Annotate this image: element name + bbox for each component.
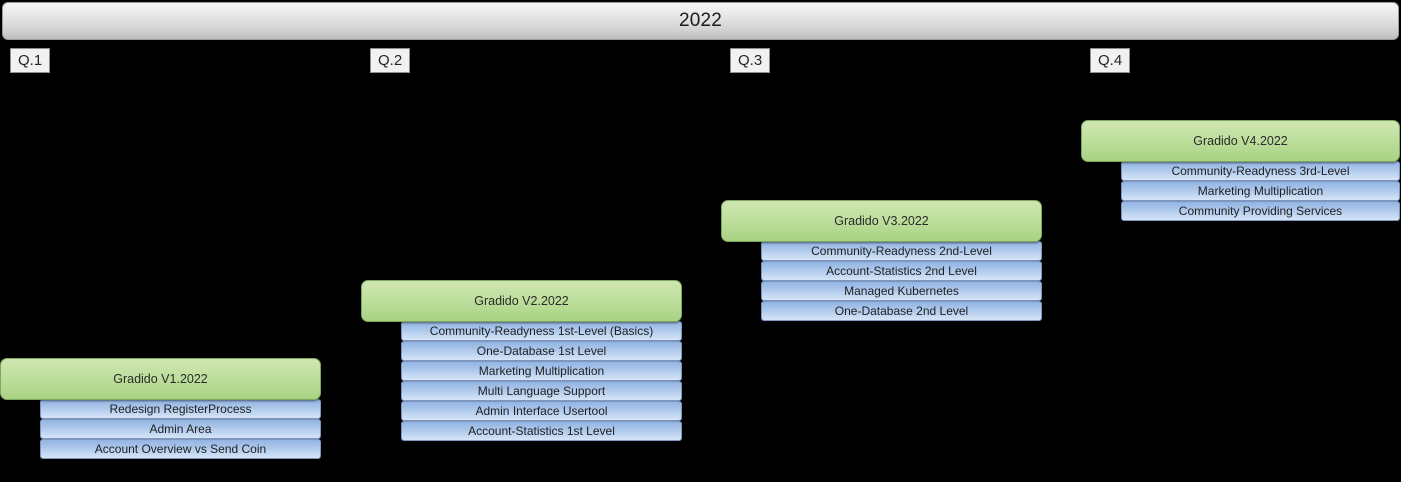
feature-item-label: Account-Statistics 2nd Level [826,264,977,278]
quarter-marker-label: Q.2 [378,52,403,69]
feature-item-label: Admin Interface Usertool [475,404,608,418]
release-header[interactable]: Gradido V3.2022 [721,200,1042,242]
release-title: Gradido V4.2022 [1193,134,1288,148]
feature-item-label: Managed Kubernetes [844,284,959,298]
feature-list: Community-Readyness 1st-Level (Basics) On… [401,321,682,441]
release-title: Gradido V1.2022 [113,372,208,386]
year-label: 2022 [678,10,723,31]
feature-item[interactable]: One-Database 1st Level [401,341,682,361]
feature-item-label: Community-Readyness 3rd-Level [1171,164,1350,178]
feature-item[interactable]: Marketing Multiplication [1121,181,1400,201]
feature-item[interactable]: Redesign RegisterProcess [40,399,321,419]
feature-item[interactable]: Community Providing Services [1121,201,1400,221]
quarter-marker: Q.1 [10,48,51,73]
feature-item[interactable]: Marketing Multiplication [401,361,682,381]
feature-item[interactable]: Account-Statistics 2nd Level [761,261,1042,281]
release-title: Gradido V3.2022 [834,214,929,228]
feature-item[interactable]: Community-Readyness 1st-Level (Basics) [401,321,682,341]
quarter-marker: Q.3 [730,48,771,73]
feature-item[interactable]: Account-Statistics 1st Level [401,421,682,441]
feature-item-label: One-Database 2nd Level [834,304,969,318]
feature-item-label: Account Overview vs Send Coin [94,442,267,456]
feature-item-label: Community Providing Services [1178,204,1343,218]
quarter-marker-label: Q.3 [738,52,763,69]
release-header[interactable]: Gradido V2.2022 [361,280,682,322]
release-header[interactable]: Gradido V1.2022 [0,358,321,400]
release-header[interactable]: Gradido V4.2022 [1081,120,1400,162]
quarter-marker: Q.4 [1090,48,1131,73]
feature-item-label: Redesign RegisterProcess [109,402,252,416]
feature-item-label: Marketing Multiplication [1197,184,1324,198]
feature-item[interactable]: Admin Interface Usertool [401,401,682,421]
year-header-bar: 2022 [2,2,1399,40]
feature-item[interactable]: Managed Kubernetes [761,281,1042,301]
feature-item-label: One-Database 1st Level [476,344,607,358]
quarter-marker-label: Q.1 [18,52,43,69]
feature-item[interactable]: Multi Language Support [401,381,682,401]
feature-item-label: Marketing Multiplication [478,364,605,378]
feature-item-label: Multi Language Support [477,384,606,398]
feature-item-label: Community-Readyness 2nd-Level [811,244,992,258]
quarter-marker-label: Q.4 [1098,52,1123,69]
feature-item[interactable]: Account Overview vs Send Coin [40,439,321,459]
feature-item[interactable]: Admin Area [40,419,321,439]
quarter-marker: Q.2 [370,48,411,73]
release-title: Gradido V2.2022 [474,294,569,308]
feature-item-label: Community-Readyness 1st-Level (Basics) [429,324,654,338]
feature-item-label: Account-Statistics 1st Level [468,424,615,438]
feature-item[interactable]: Community-Readyness 2nd-Level [761,241,1042,261]
feature-item[interactable]: One-Database 2nd Level [761,301,1042,321]
feature-item[interactable]: Community-Readyness 3rd-Level [1121,161,1400,181]
feature-item-label: Admin Area [149,422,212,436]
